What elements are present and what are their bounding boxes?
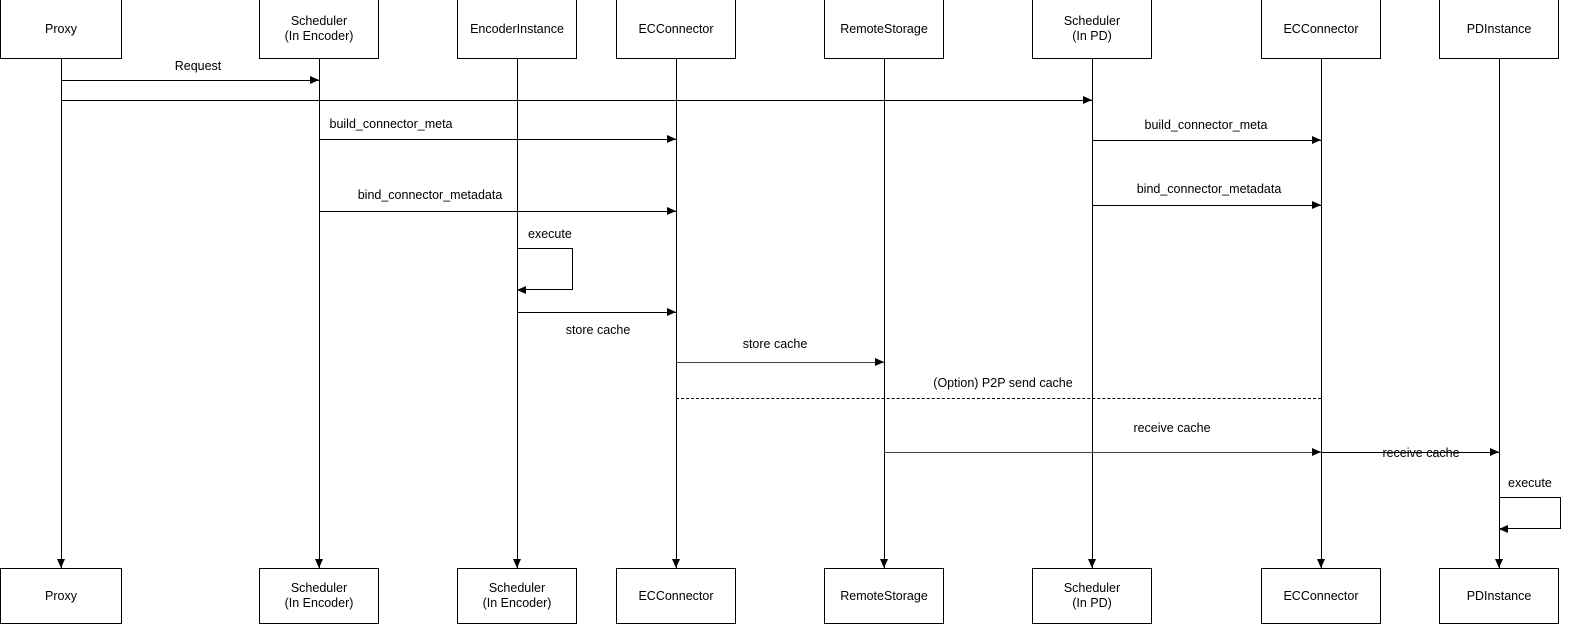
participant-label-sub: (In Encoder) xyxy=(482,596,552,610)
participant-box-bottom-pdinstance: PDInstance xyxy=(1439,568,1559,624)
message-arrowhead-m8 xyxy=(875,358,884,366)
message-label-m11: receive cache xyxy=(1382,446,1460,460)
message-line-m7 xyxy=(517,312,676,313)
participant-box-bottom-encoder_inst: Scheduler(In Encoder) xyxy=(457,568,577,624)
message-label-m3: build_connector_meta xyxy=(329,117,453,131)
participant-box-top-remotestorage: RemoteStorage xyxy=(824,0,944,59)
participant-label: RemoteStorage xyxy=(840,588,928,603)
participant-box-top-ecconnector_r: ECConnector xyxy=(1261,0,1381,59)
self-loop-label-s1: execute xyxy=(528,227,572,241)
lifeline-end-arrow-pdinstance xyxy=(1495,559,1503,568)
message-arrowhead-m11 xyxy=(1490,448,1499,456)
participant-label: EncoderInstance xyxy=(470,21,564,36)
participant-label: Proxy xyxy=(45,588,77,603)
message-line-m11 xyxy=(1321,452,1499,453)
participant-box-bottom-remotestorage: RemoteStorage xyxy=(824,568,944,624)
participant-label: ECConnector xyxy=(638,588,714,603)
message-line-m10 xyxy=(884,452,1321,453)
message-arrowhead-m4 xyxy=(1312,136,1321,144)
participant-box-top-pdinstance: PDInstance xyxy=(1439,0,1559,59)
message-line-m9 xyxy=(676,398,1321,399)
participant-label: Proxy xyxy=(45,21,77,36)
message-line-m4 xyxy=(1092,140,1321,141)
participant-box-bottom-sched_enc: Scheduler(In Encoder) xyxy=(259,568,379,624)
self-loop-s1 xyxy=(517,248,573,290)
message-label-m7: store cache xyxy=(565,323,631,337)
participant-box-top-ecconnector_l: ECConnector xyxy=(616,0,736,59)
participant-label: Scheduler xyxy=(488,581,546,595)
message-line-m8 xyxy=(676,362,884,363)
message-line-m6 xyxy=(1092,205,1321,206)
lifeline-remotestorage xyxy=(884,59,885,568)
lifeline-pdinstance xyxy=(1499,59,1500,568)
participant-label: Scheduler xyxy=(1063,14,1121,28)
message-line-m1 xyxy=(61,80,319,81)
self-loop-label-s2: execute xyxy=(1508,476,1552,490)
participant-box-top-sched_pd: Scheduler(In PD) xyxy=(1032,0,1152,59)
lifeline-ecconnector_r xyxy=(1321,59,1322,568)
message-arrowhead-m5 xyxy=(667,207,676,215)
lifeline-end-arrow-proxy xyxy=(57,559,65,568)
lifeline-end-arrow-encoder_inst xyxy=(513,559,521,568)
message-label-m4: build_connector_meta xyxy=(1144,118,1268,132)
message-label-m8: store cache xyxy=(742,337,808,351)
participant-label: ECConnector xyxy=(1283,588,1359,603)
message-arrowhead-m1 xyxy=(310,76,319,84)
self-loop-arrowhead-s1 xyxy=(517,286,526,294)
message-label-m10: receive cache xyxy=(1133,421,1211,435)
lifeline-end-arrow-ecconnector_r xyxy=(1317,559,1325,568)
lifeline-proxy xyxy=(61,59,62,568)
participant-label: RemoteStorage xyxy=(840,21,928,36)
participant-box-bottom-sched_pd: Scheduler(In PD) xyxy=(1032,568,1152,624)
lifeline-end-arrow-sched_enc xyxy=(315,559,323,568)
participant-label-sub: (In Encoder) xyxy=(284,29,354,43)
participant-label-sub: (In PD) xyxy=(1072,29,1112,43)
message-label-m9: (Option) P2P send cache xyxy=(933,376,1073,390)
lifeline-encoder_inst xyxy=(517,59,518,568)
lifeline-sched_enc xyxy=(319,59,320,568)
lifeline-sched_pd xyxy=(1092,59,1093,568)
lifeline-ecconnector_l xyxy=(676,59,677,568)
lifeline-end-arrow-remotestorage xyxy=(880,559,888,568)
participant-label: Scheduler xyxy=(290,581,348,595)
message-label-m5: bind_connector_metadata xyxy=(357,188,503,202)
participant-box-bottom-ecconnector_r: ECConnector xyxy=(1261,568,1381,624)
message-arrowhead-m7 xyxy=(667,308,676,316)
message-arrowhead-m6 xyxy=(1312,201,1321,209)
self-loop-s2 xyxy=(1499,497,1561,529)
participant-box-bottom-ecconnector_l: ECConnector xyxy=(616,568,736,624)
lifeline-end-arrow-sched_pd xyxy=(1088,559,1096,568)
participant-label: ECConnector xyxy=(1283,21,1359,36)
message-arrowhead-m2 xyxy=(1083,96,1092,104)
participant-label: PDInstance xyxy=(1466,588,1532,603)
participant-box-top-proxy: Proxy xyxy=(0,0,122,59)
participant-box-top-encoder_inst: EncoderInstance xyxy=(457,0,577,59)
message-line-m3 xyxy=(319,139,676,140)
participant-label-sub: (In Encoder) xyxy=(284,596,354,610)
participant-label-sub: (In PD) xyxy=(1072,596,1112,610)
participant-label: Scheduler xyxy=(1063,581,1121,595)
participant-box-bottom-proxy: Proxy xyxy=(0,568,122,624)
message-label-m6: bind_connector_metadata xyxy=(1136,182,1282,196)
message-arrowhead-m10 xyxy=(1312,448,1321,456)
self-loop-arrowhead-s2 xyxy=(1499,525,1508,533)
participant-label: PDInstance xyxy=(1466,21,1532,36)
message-line-m5 xyxy=(319,211,676,212)
message-line-m2 xyxy=(61,100,1092,101)
participant-box-top-sched_enc: Scheduler(In Encoder) xyxy=(259,0,379,59)
message-arrowhead-m3 xyxy=(667,135,676,143)
message-label-m1: Request xyxy=(174,59,222,73)
participant-label: ECConnector xyxy=(638,21,714,36)
lifeline-end-arrow-ecconnector_l xyxy=(672,559,680,568)
participant-label: Scheduler xyxy=(290,14,348,28)
